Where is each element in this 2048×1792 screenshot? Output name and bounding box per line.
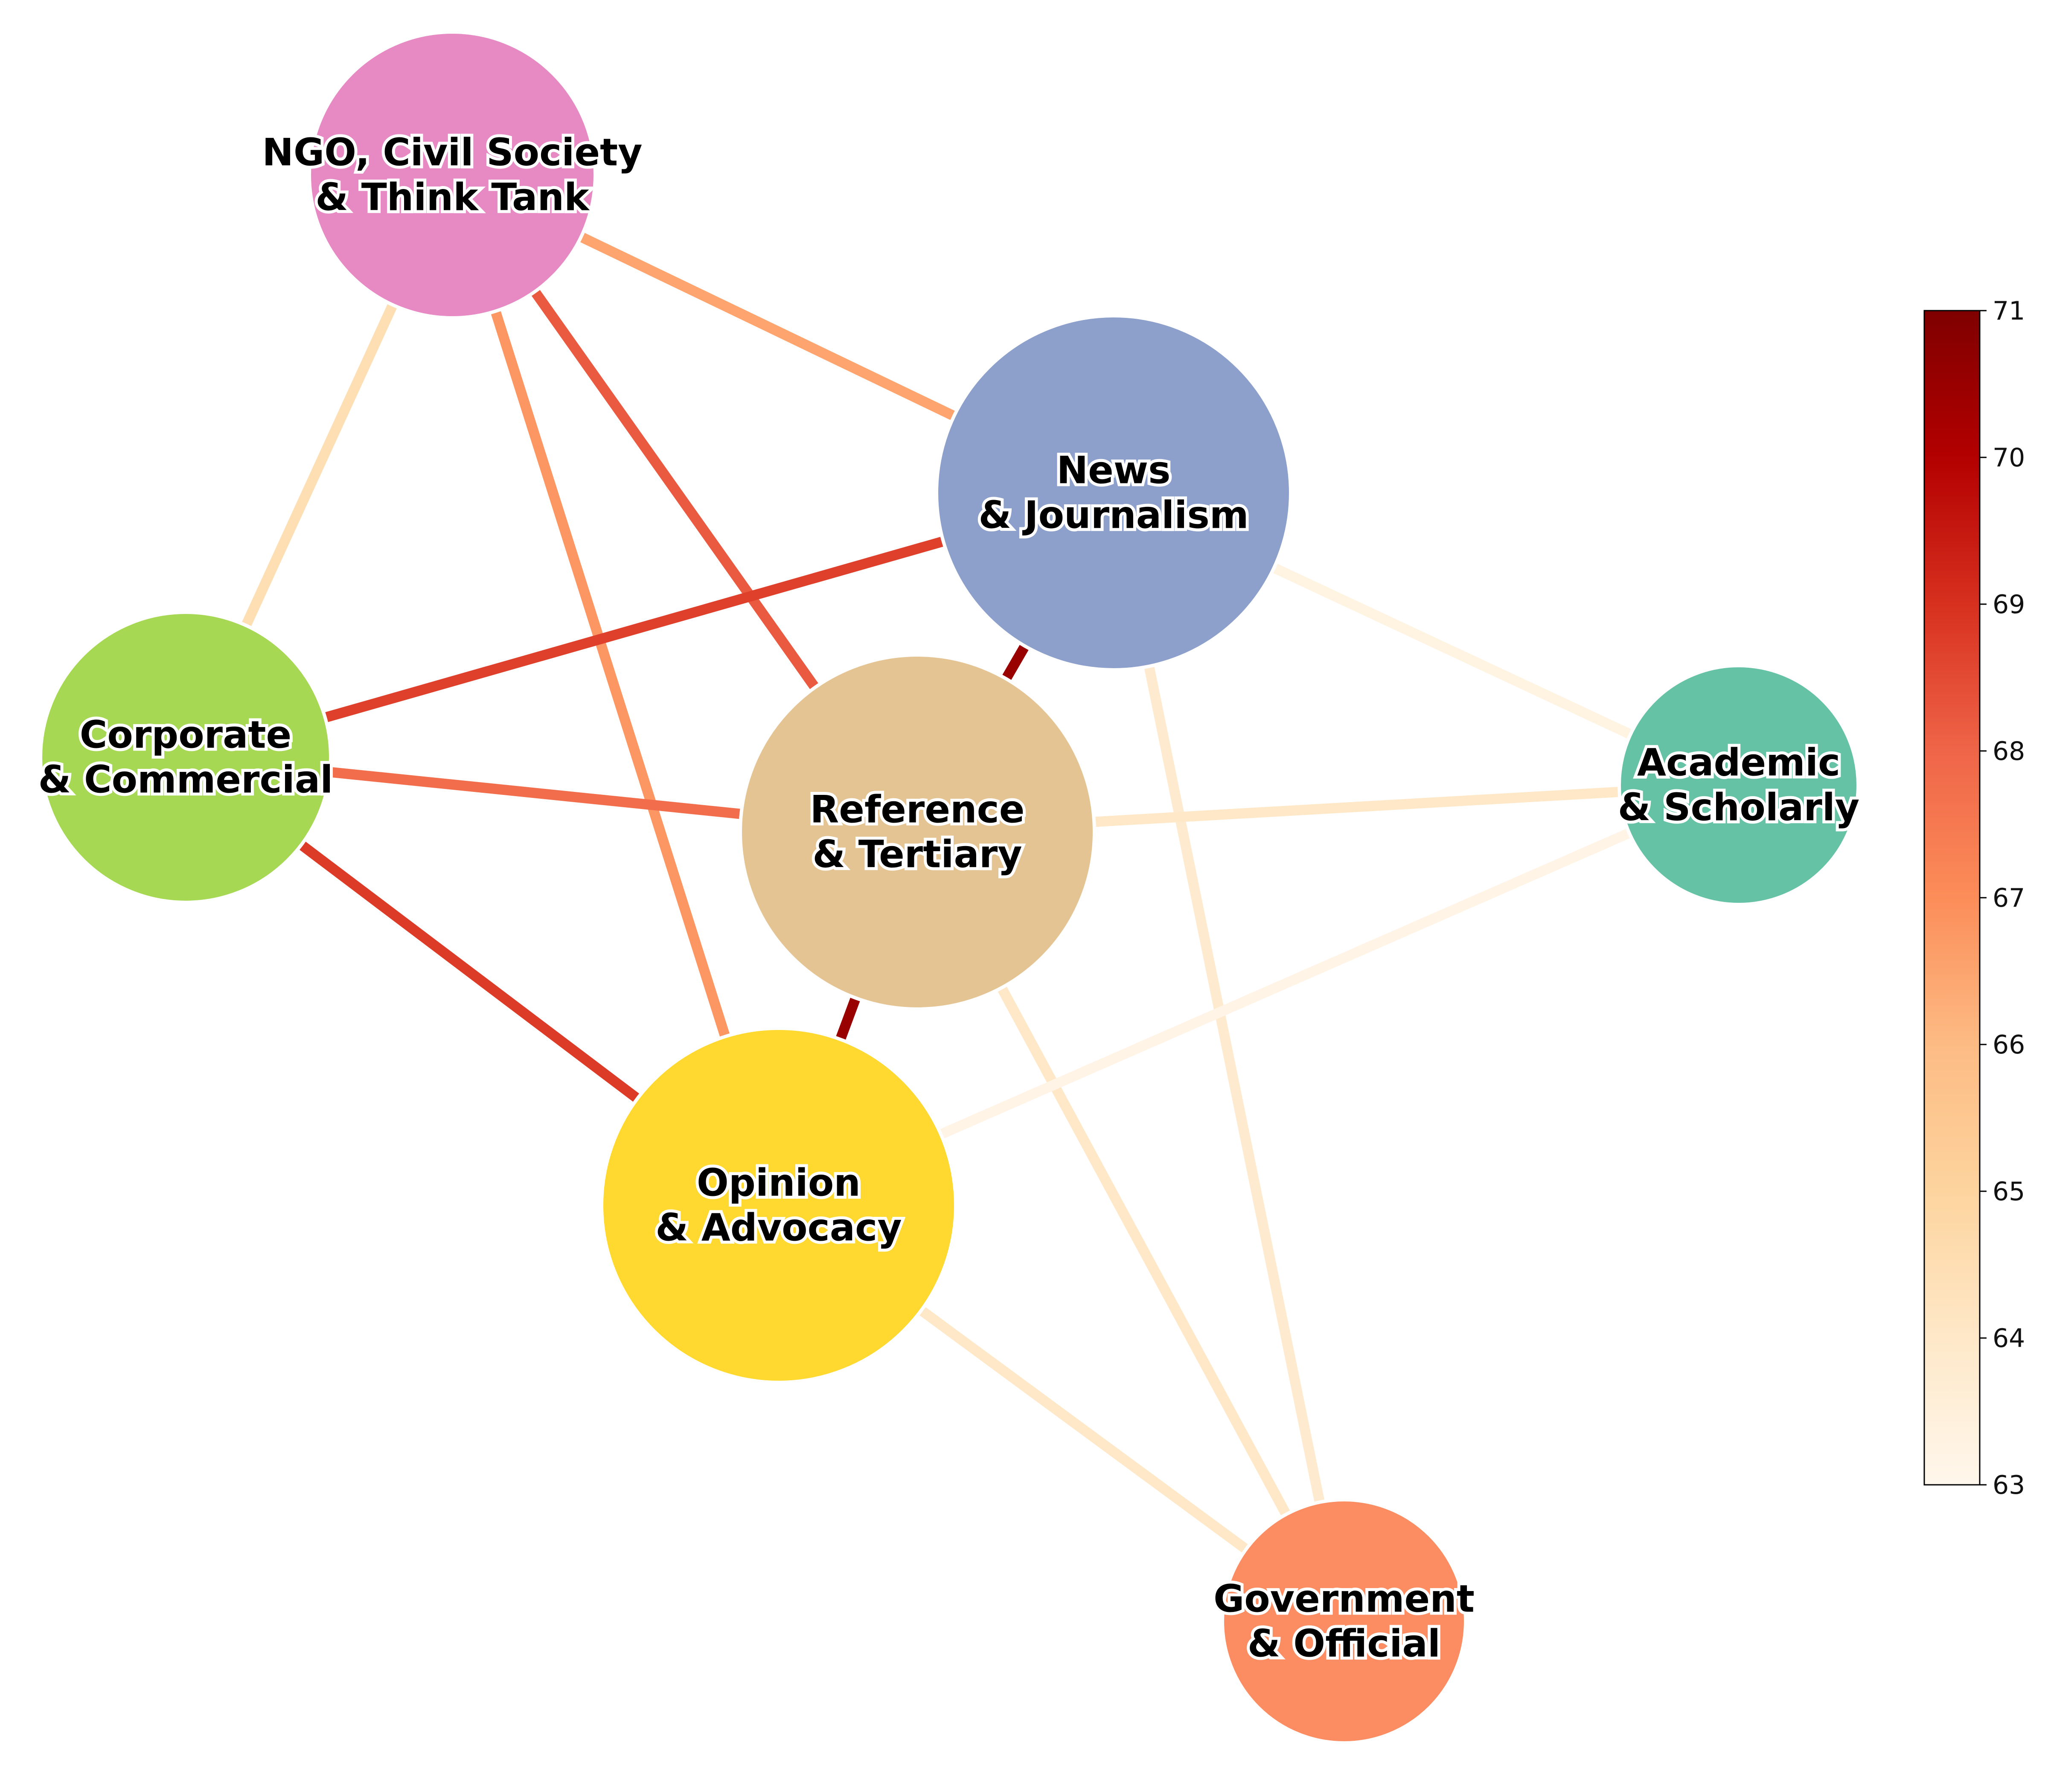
edge-news-reference (1001, 643, 1030, 681)
node-label-line: Corporate (80, 713, 291, 757)
node-news: News& Journalism (935, 314, 1292, 672)
node-corporate: Corporate& Commercial (35, 611, 336, 904)
colorbar-tick-label: 65 (1993, 1177, 2025, 1207)
node-label-reference: Reference& Tertiary (810, 788, 1025, 876)
node-circle-academic (1617, 664, 1860, 906)
node-opinion: Opinion& Advocacy (600, 1027, 957, 1384)
node-academic: Academic& Scholarly (1615, 664, 1862, 906)
node-label-line: & Official (1248, 1622, 1440, 1666)
colorbar-tick-label: 69 (1993, 590, 2025, 620)
node-label-opinion: Opinion& Advocacy (655, 1161, 902, 1250)
colorbar-gradient (1923, 310, 1981, 1486)
node-label-line: Opinion (697, 1161, 861, 1205)
colorbar: 63 64 65 66 67 68 69 70 71 (1923, 296, 2025, 1500)
colorbar-tick-label: 71 (1993, 296, 2025, 326)
edge-ngo-reference (530, 288, 820, 691)
node-circle-ngo (308, 30, 597, 320)
node-government: Government& Official (1210, 1498, 1478, 1745)
colorbar-tick-label: 66 (1993, 1030, 2025, 1060)
colorbar-tick-label: 70 (1993, 443, 2025, 473)
node-circle-government (1221, 1498, 1467, 1745)
node-reference: Reference& Tertiary (739, 653, 1096, 1011)
edge-ngo-news (579, 232, 957, 421)
edge-ngo-corporate (241, 303, 398, 628)
edge-corporate-reference (329, 767, 742, 819)
colorbar-tick-label: 67 (1993, 883, 2025, 913)
node-label-ngo: NGO, Civil Society& Think Tank (262, 131, 642, 219)
node-label-line: & Commercial (38, 758, 333, 802)
node-label-line: Government (1213, 1577, 1475, 1621)
node-label-line: Reference (810, 788, 1025, 832)
edges-layer (241, 232, 1633, 1553)
node-label-line: & Think Tank (315, 175, 590, 219)
edge-reference-academic (1094, 786, 1620, 827)
edge-reference-government (997, 985, 1291, 1517)
node-label-line: NGO, Civil Society (262, 131, 642, 175)
edge-news-academic (1271, 563, 1633, 739)
node-label-news: News& Journalism (978, 448, 1248, 537)
node-circle-corporate (39, 611, 332, 904)
edge-opinion-government (918, 1306, 1249, 1553)
edge-ngo-opinion (490, 309, 730, 1038)
node-label-line: & Tertiary (812, 832, 1022, 876)
edge-news-corporate (323, 536, 945, 723)
node-circle-reference (739, 653, 1096, 1011)
edge-academic-opinion (939, 828, 1632, 1139)
colorbar-tick-label: 63 (1993, 1470, 2025, 1500)
node-label-line: Academic (1637, 741, 1840, 785)
node-circle-opinion (600, 1027, 957, 1384)
node-label-line: & Journalism (978, 493, 1248, 537)
node-label-line: News (1056, 448, 1170, 492)
edge-corporate-opinion (298, 841, 641, 1103)
node-label-academic: Academic& Scholarly (1618, 741, 1860, 829)
colorbar-ticks: 63 64 65 66 67 68 69 70 71 (1980, 296, 2025, 1500)
edge-reference-opinion (835, 996, 861, 1041)
edge-news-government (1144, 665, 1325, 1504)
colorbar-tick-label: 68 (1993, 736, 2025, 766)
node-label-government: Government& Official (1213, 1577, 1475, 1666)
node-circle-news (935, 314, 1292, 672)
node-label-corporate: Corporate& Commercial (38, 713, 333, 802)
node-ngo: NGO, Civil Society& Think Tank (259, 30, 646, 320)
node-label-line: & Advocacy (655, 1206, 902, 1250)
node-label-line: & Scholarly (1618, 785, 1860, 829)
colorbar-tick-label: 64 (1993, 1324, 2025, 1353)
